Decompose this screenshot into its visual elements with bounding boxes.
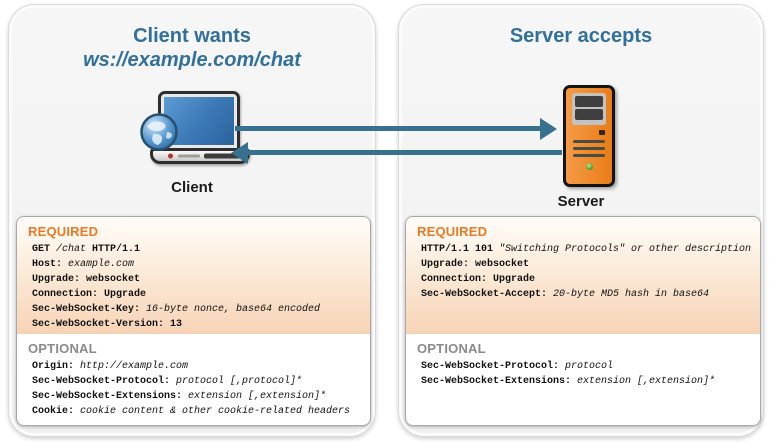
server-optional-section: OPTIONAL Sec-WebSocket-Protocol: protoco… <box>406 334 760 389</box>
client-title-url: ws://example.com/chat <box>83 49 301 71</box>
vent-icon <box>204 153 240 159</box>
header-line: Sec-WebSocket-Key: 16-byte nonce, base64… <box>32 304 321 315</box>
server-vent-icon <box>573 147 605 150</box>
header-line: GET /chat HTTP/1.1 <box>32 244 141 255</box>
required-heading: REQUIRED <box>28 224 99 239</box>
touchpad-icon <box>178 154 200 158</box>
optional-heading: OPTIONAL <box>417 341 486 356</box>
header-line: Sec-WebSocket-Accept: 20-byte MD5 hash i… <box>421 289 710 300</box>
server-panel: Server accepts Server REQUIRED HTTP/1.1 … <box>398 4 764 437</box>
header-line: Upgrade: websocket <box>421 259 530 270</box>
header-line: Upgrade: websocket <box>32 274 141 285</box>
server-label: Server <box>557 193 605 210</box>
server-icon <box>563 85 615 187</box>
header-line: Connection: Upgrade <box>421 274 536 285</box>
server-drive-panel <box>572 93 606 125</box>
client-panel-title: Client wants ws://example.com/chat <box>9 24 375 72</box>
header-line: Sec-WebSocket-Version: 13 <box>32 319 183 330</box>
client-panel: Client wants ws://example.com/chat <box>8 4 376 437</box>
laptop-icon <box>140 91 252 183</box>
header-line: HTTP/1.1 101 "Switching Protocols" or ot… <box>421 244 752 255</box>
header-line: Connection: Upgrade <box>32 289 147 300</box>
drive-slot-icon <box>575 109 603 120</box>
drive-slot-icon <box>575 96 603 107</box>
client-label: Client <box>171 179 213 196</box>
globe-icon <box>140 113 178 151</box>
power-led-icon <box>168 153 173 159</box>
server-button-icon <box>599 130 605 135</box>
header-line: Sec-WebSocket-Extensions: extension [,ex… <box>421 376 716 387</box>
header-line: Sec-WebSocket-Protocol: protocol <box>421 361 614 372</box>
header-line: Host: example.com <box>32 259 135 270</box>
server-headers-box: REQUIRED HTTP/1.1 101 "Switching Protoco… <box>405 216 761 426</box>
server-panel-title: Server accepts <box>509 25 653 47</box>
header-line: Cookie: cookie content & other cookie-re… <box>32 406 351 417</box>
server-vent-icon <box>573 140 605 143</box>
required-heading: REQUIRED <box>417 224 488 239</box>
laptop-base <box>150 148 250 164</box>
header-line: Sec-WebSocket-Protocol: protocol [,proto… <box>32 376 303 387</box>
header-line: Origin: http://example.com <box>32 361 189 372</box>
client-title-line1: Client wants <box>133 25 251 47</box>
request-arrowhead-icon <box>540 117 557 140</box>
response-arrow-line <box>248 150 562 155</box>
request-arrow-line <box>235 126 540 131</box>
server-led-icon <box>585 163 593 170</box>
response-arrowhead-icon <box>231 141 248 164</box>
server-required-lines: HTTP/1.1 101 "Switching Protocols" or ot… <box>421 242 756 302</box>
header-line: Sec-WebSocket-Extensions: extension [,ex… <box>32 391 327 402</box>
optional-heading: OPTIONAL <box>28 341 97 356</box>
server-required-section: REQUIRED HTTP/1.1 101 "Switching Protoco… <box>406 217 760 334</box>
server-vent-icon <box>573 154 605 157</box>
